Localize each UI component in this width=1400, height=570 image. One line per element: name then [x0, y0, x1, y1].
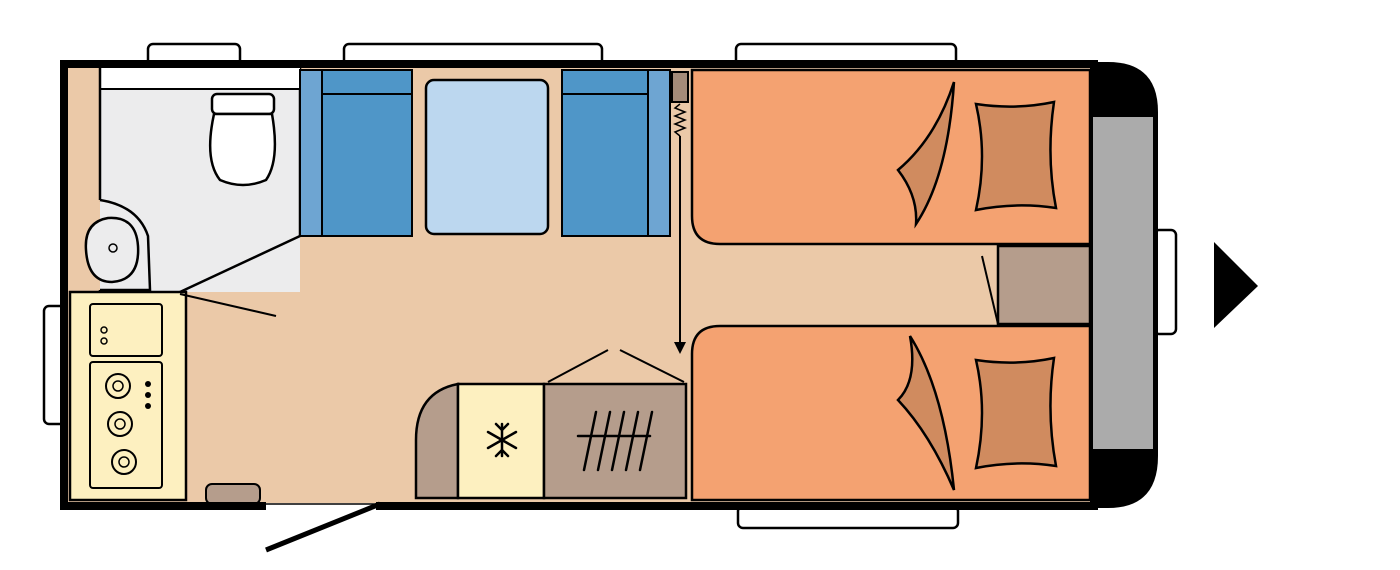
hanger-rack-icon	[576, 410, 654, 472]
seat-cushion-right	[561, 69, 649, 237]
bathroom-strip	[100, 67, 300, 89]
single-bed-top	[690, 68, 1092, 246]
single-bed-bottom	[690, 324, 1092, 502]
wardrobe	[542, 382, 688, 500]
seat-cushion-left	[321, 69, 413, 237]
bedside-cabinet	[981, 244, 1092, 326]
fridge-wardrobe-block	[414, 349, 688, 500]
bathroom-wall-diagonal	[179, 234, 301, 294]
dinette	[299, 69, 671, 237]
travel-direction-arrow-icon	[1214, 242, 1258, 328]
entrance-step	[205, 483, 261, 505]
pillow-top	[974, 100, 1058, 212]
seat-back-right	[647, 69, 671, 237]
bathroom-door-swing	[179, 293, 277, 317]
washbasin-icon	[84, 198, 152, 292]
round-cabinet	[414, 382, 460, 500]
entrance-door	[262, 501, 381, 553]
stove-icon	[89, 361, 163, 489]
sink-icon	[89, 303, 163, 357]
outer-walls	[60, 60, 1098, 510]
toilet-icon	[208, 92, 277, 187]
gas-locker	[1091, 115, 1155, 451]
snowflake-icon	[486, 422, 518, 458]
partition-spring	[671, 71, 689, 354]
seat-back-left	[299, 69, 323, 237]
table	[424, 78, 550, 236]
blanket-fold-top	[896, 81, 956, 229]
wardrobe-doors	[547, 349, 685, 383]
pillow-bottom	[974, 356, 1058, 470]
blanket-fold-bottom	[896, 335, 956, 491]
